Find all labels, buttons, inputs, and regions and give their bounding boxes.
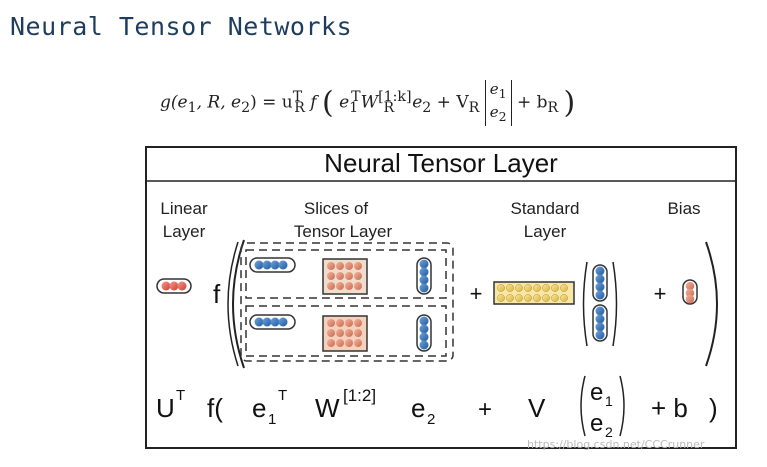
watermark: https://blog.csdn.net/CCCrunner bbox=[527, 438, 705, 451]
bottom-U: U bbox=[156, 393, 175, 423]
plus-sign-1: + bbox=[470, 281, 483, 306]
linear-layer-vector bbox=[156, 278, 192, 294]
bottom-e2: e bbox=[411, 393, 425, 423]
bottom-vec-e2-sub: 2 bbox=[605, 424, 613, 440]
bottom-V: V bbox=[528, 393, 546, 423]
slice1-e1T-vector bbox=[249, 257, 296, 273]
slice2-W-matrix bbox=[322, 315, 368, 352]
label-standard-2: Layer bbox=[524, 222, 567, 241]
bottom-plus: + bbox=[478, 396, 492, 423]
label-linear-2: Layer bbox=[163, 222, 206, 241]
tensor-slice-2 bbox=[245, 305, 447, 357]
label-standard-1: Standard bbox=[511, 199, 580, 218]
bottom-W: W bbox=[315, 393, 340, 423]
tensor-slice-1 bbox=[245, 249, 447, 299]
f-symbol: f bbox=[213, 279, 221, 309]
slice1-e2-vector bbox=[416, 257, 432, 295]
plus-sign-2: + bbox=[654, 281, 667, 306]
layer-box-title: Neural Tensor Layer bbox=[324, 148, 558, 178]
page-title: Neural Tensor Networks bbox=[10, 12, 353, 41]
bias-vector bbox=[682, 279, 698, 305]
bottom-formula: U T f( e 1 T W [1:2] e 2 + V e 1 e 2 + b… bbox=[156, 375, 718, 440]
bottom-f: f( bbox=[207, 393, 223, 423]
standard-layer-concat-vector bbox=[582, 261, 618, 347]
label-slices-1: Slices of bbox=[304, 199, 369, 218]
standard-layer-matrix bbox=[493, 281, 575, 305]
bottom-e1-sup: T bbox=[278, 387, 287, 404]
bottom-e2-sub: 2 bbox=[427, 411, 435, 428]
big-right-paren bbox=[705, 241, 718, 367]
tensor-slices-container bbox=[240, 242, 454, 362]
bottom-plus-b: + b bbox=[651, 393, 688, 423]
slice2-e1T-vector bbox=[249, 314, 296, 330]
label-linear-1: Linear bbox=[160, 199, 208, 218]
bottom-e1-sub: 1 bbox=[268, 411, 276, 428]
bottom-W-sup: [1:2] bbox=[343, 386, 376, 405]
big-left-paren bbox=[232, 239, 245, 369]
bottom-U-sup: T bbox=[176, 387, 185, 404]
bottom-vec-e1: e bbox=[590, 379, 603, 406]
bottom-e1: e bbox=[252, 393, 266, 423]
bottom-vec-e1-sub: 1 bbox=[605, 393, 613, 409]
slice1-W-matrix bbox=[322, 258, 368, 295]
bottom-vec-e2: e bbox=[590, 410, 603, 437]
label-bias: Bias bbox=[667, 199, 700, 218]
slice2-e2-vector bbox=[416, 314, 432, 352]
label-slices-2: Tensor Layer bbox=[294, 222, 393, 241]
bottom-close-paren: ) bbox=[709, 393, 718, 423]
